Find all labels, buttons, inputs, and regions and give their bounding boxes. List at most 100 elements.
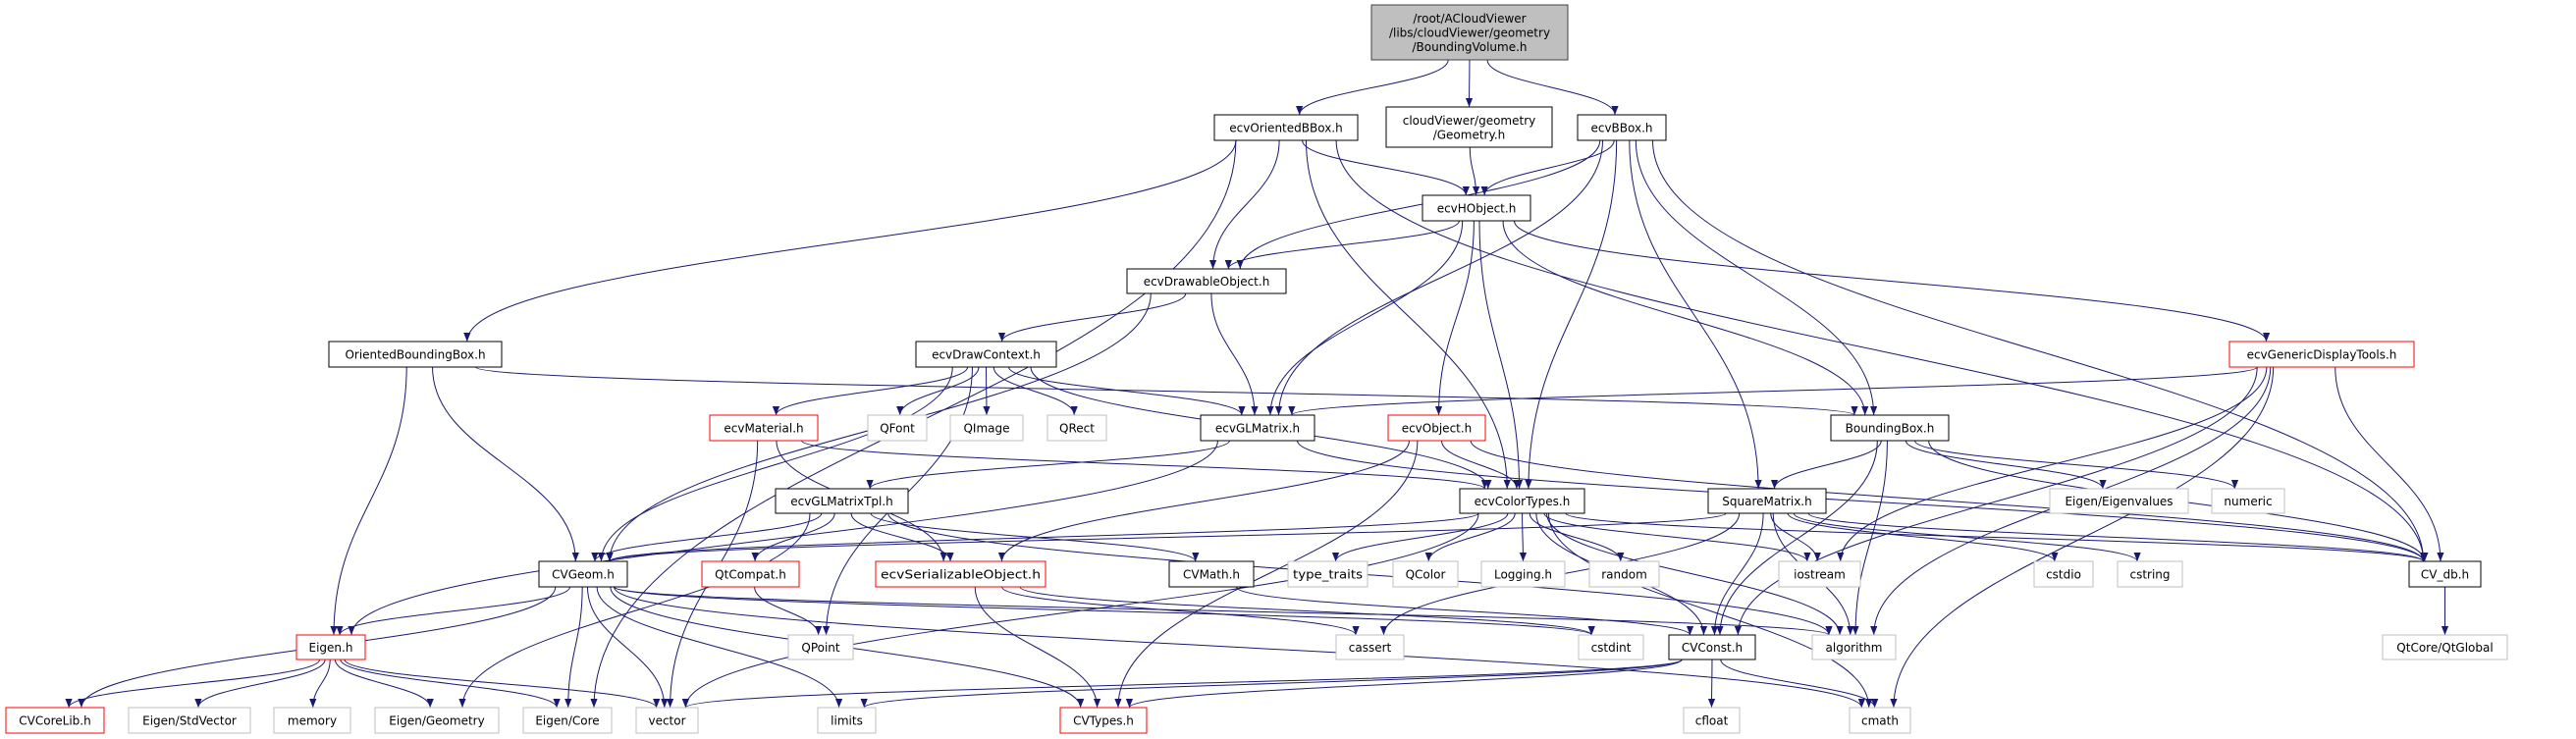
node-eigen-std-vector[interactable]: Eigen/StdVector xyxy=(128,707,251,734)
node-box xyxy=(875,560,1046,588)
node-cassert[interactable]: cassert xyxy=(1335,634,1405,660)
nodes-layer: /root/ACloudViewer/libs/cloudViewer/geom… xyxy=(5,4,2508,734)
node-label: numeric xyxy=(2224,495,2272,508)
edge-ecv-material-to-ecv-color-types xyxy=(801,440,1488,490)
node-cvgeom[interactable]: CVGeom.h xyxy=(538,560,628,588)
edge-ecv-object-to-cvtypes xyxy=(1114,440,1419,709)
edge-bounding-box-to-cvconst xyxy=(1716,440,1878,636)
node-box xyxy=(328,341,503,368)
node-label: cfloat xyxy=(1695,714,1729,728)
node-geometry[interactable]: cloudViewer/geometry/Geometry.h xyxy=(1385,106,1553,148)
node-box xyxy=(915,341,1057,368)
node-logging[interactable]: Logging.h xyxy=(1480,560,1566,588)
node-box xyxy=(1387,414,1486,442)
node-label: QtCore/QtGlobal xyxy=(2396,641,2493,655)
node-box xyxy=(128,707,251,734)
node-square-matrix[interactable]: SquareMatrix.h xyxy=(1707,488,1827,514)
node-ecv-glmatrix-tpl[interactable]: ecvGLMatrixTpl.h xyxy=(775,488,909,514)
node-oriented-bounding-box[interactable]: OrientedBoundingBox.h xyxy=(328,341,503,368)
node-label: ecvColorTypes.h xyxy=(1475,495,1571,508)
edge-bounding-box-to-numeric xyxy=(1914,440,2238,490)
node-ecv-object[interactable]: ecvObject.h xyxy=(1387,414,1486,442)
node-random[interactable]: random xyxy=(1588,560,1660,588)
node-type-traits[interactable]: type_traits xyxy=(1287,560,1368,588)
node-iostream[interactable]: iostream xyxy=(1778,560,1861,588)
node-ecv-generic-display-tools[interactable]: ecvGenericDisplayTools.h xyxy=(2228,341,2415,368)
edge-ecv-glmatrix-tpl-to-ecv-serializable-object xyxy=(850,512,954,562)
edge-oriented-bounding-box-to-eigen xyxy=(330,366,407,636)
node-label: cassert xyxy=(1349,641,1392,655)
node-cstdint[interactable]: cstdint xyxy=(1578,634,1644,660)
node-cstring[interactable]: cstring xyxy=(2117,560,2183,588)
node-cstdio[interactable]: cstdio xyxy=(2033,560,2094,588)
node-box xyxy=(2228,341,2415,368)
node-ecv-oriented-bbox[interactable]: ecvOrientedBBox.h xyxy=(1213,114,1359,141)
node-eigen-geometry[interactable]: Eigen/Geometry xyxy=(374,707,500,734)
edge-ecv-glmatrix-to-eigen xyxy=(348,440,1218,636)
node-box xyxy=(1287,560,1368,588)
node-label: QtCompat.h xyxy=(715,568,786,582)
node-box xyxy=(1370,4,1569,61)
node-vector[interactable]: vector xyxy=(635,707,699,734)
node-label: Eigen/Geometry xyxy=(389,714,484,728)
node-cv-db[interactable]: CV_db.h xyxy=(2408,560,2482,588)
node-eigen-eigenvalues[interactable]: Eigen/Eigenvalues xyxy=(2049,488,2189,514)
node-qfont[interactable]: QFont xyxy=(867,414,928,442)
node-ecv-hobject[interactable]: ecvHObject.h xyxy=(1422,194,1531,222)
edge-ecv-color-types-to-qcolor xyxy=(1424,512,1516,562)
edge-cvgeom-to-algorithm xyxy=(614,586,1833,636)
node-ecv-draw-context[interactable]: ecvDrawContext.h xyxy=(915,341,1057,368)
edge-eigen-to-eigen-core xyxy=(340,659,561,709)
node-cfloat[interactable]: cfloat xyxy=(1683,707,1741,734)
node-label: ecvSerializableObject.h xyxy=(881,568,1041,582)
edge-ecv-drawable-object-to-ecv-glmatrix xyxy=(1210,292,1259,416)
node-label: random xyxy=(1601,568,1647,582)
node-eigen[interactable]: Eigen.h xyxy=(295,634,366,660)
edge-ecv-generic-display-tools-to-cvconst xyxy=(1734,366,2258,636)
node-label: cstdio xyxy=(2046,568,2081,582)
node-qimage[interactable]: QImage xyxy=(949,414,1024,442)
edge-eigen-to-memory xyxy=(309,659,331,709)
edge-ecv-glmatrix-tpl-to-cvgeom xyxy=(591,512,823,562)
node-label: CVTypes.h xyxy=(1073,714,1134,728)
node-box xyxy=(2049,488,2189,514)
node-cmath[interactable]: cmath xyxy=(1849,707,1911,734)
edge-ecv-object-to-ecv-serializable-object xyxy=(997,440,1410,562)
node-ecv-bbox[interactable]: ecvBBox.h xyxy=(1577,114,1667,141)
node-ecv-material[interactable]: ecvMaterial.h xyxy=(709,414,819,442)
node-algorithm[interactable]: algorithm xyxy=(1811,634,1897,660)
node-label: ecvGLMatrix.h xyxy=(1215,422,1300,436)
node-qt-compat[interactable]: QtCompat.h xyxy=(701,560,800,588)
node-ecv-color-types[interactable]: ecvColorTypes.h xyxy=(1459,488,1585,514)
node-cvtypes[interactable]: CVTypes.h xyxy=(1059,707,1148,734)
node-ecv-serializable-object[interactable]: ecvSerializableObject.h xyxy=(875,560,1046,588)
edge-ecv-color-types-to-logging xyxy=(1519,512,1528,562)
node-label: SquareMatrix.h xyxy=(1722,495,1811,508)
node-ecv-drawable-object[interactable]: ecvDrawableObject.h xyxy=(1126,268,1287,294)
edge-ecv-drawable-object-to-ecv-draw-context xyxy=(998,292,1187,343)
edge-ecv-bbox-to-ecv-drawable-object xyxy=(1236,139,1601,270)
node-limits[interactable]: limits xyxy=(817,707,877,734)
edge-qt-compat-to-qpoint xyxy=(754,586,823,636)
edge-cvgeom-to-eigen-core xyxy=(564,586,583,709)
node-box xyxy=(1668,634,1756,660)
node-memory[interactable]: memory xyxy=(273,707,351,734)
node-root[interactable]: /root/ACloudViewer/libs/cloudViewer/geom… xyxy=(1370,4,1569,61)
node-box xyxy=(1046,414,1107,442)
node-cvmath[interactable]: CVMath.h xyxy=(1168,560,1255,588)
node-cvconst[interactable]: CVConst.h xyxy=(1668,634,1756,660)
node-eigen-core[interactable]: Eigen/Core xyxy=(522,707,613,734)
edge-ecv-oriented-bbox-to-ecv-color-types xyxy=(1305,139,1511,490)
node-qrect[interactable]: QRect xyxy=(1046,414,1107,442)
node-ecv-glmatrix[interactable]: ecvGLMatrix.h xyxy=(1200,414,1315,442)
node-qcolor[interactable]: QColor xyxy=(1392,560,1459,588)
node-qpoint[interactable]: QPoint xyxy=(787,634,854,660)
node-bounding-box[interactable]: BoundingBox.h xyxy=(1830,414,1950,442)
edge-ecv-color-types-to-algorithm xyxy=(1546,512,1844,636)
node-numeric[interactable]: numeric xyxy=(2211,488,2285,514)
edge-ecv-bbox-to-ecv-glmatrix xyxy=(1274,139,1604,416)
node-box xyxy=(273,707,351,734)
node-qt-global[interactable]: QtCore/QtGlobal xyxy=(2382,634,2508,660)
node-label: QImage xyxy=(963,422,1009,436)
node-cvcore-lib[interactable]: CVCoreLib.h xyxy=(5,707,105,734)
